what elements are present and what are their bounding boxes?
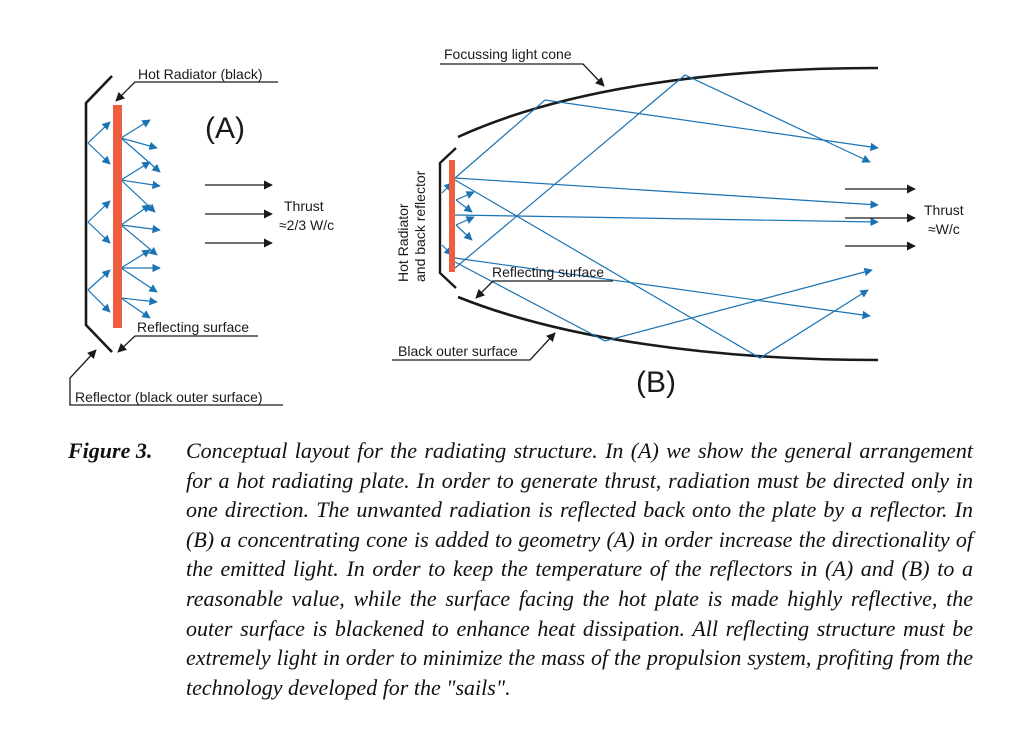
thrust-arrows-b [845,184,916,251]
label-hot-radiator-a: Hot Radiator (black) [138,66,263,82]
label-thrust-b: Thrust [924,202,964,218]
focussing-cone-lower [457,295,879,362]
label-radiator-b-line2: and back reflector [412,170,428,282]
panel-a: Hot Radiator (black) Reflecting surface … [69,66,334,406]
label-thrust-a: Thrust [284,198,324,214]
rays-a [87,119,161,319]
hot-radiator-plate-a [113,105,122,328]
panel-b: Focussing light cone Hot Radiator and ba… [392,46,964,399]
panel-label-b: (B) [636,366,676,399]
label-reflector-a: Reflector (black outer surface) [75,389,263,405]
callout-reflecting-surface-b [475,280,613,299]
reflector-a [84,75,113,353]
callout-reflecting-surface-a [117,335,258,353]
callout-reflector-a [69,349,283,406]
callout-hot-radiator-a [115,81,278,102]
label-reflecting-surface-a: Reflecting surface [137,319,249,335]
back-reflector-b [438,147,457,289]
thrust-arrows-a [205,180,273,248]
caption-text: Conceptual layout for the radiating stru… [186,438,973,700]
caption-label: Figure 3. [68,438,153,463]
label-thrust-value-a: ≈2/3 W/c [279,217,334,233]
panel-label-a: (A) [205,112,245,145]
callout-cone-b [440,63,605,87]
label-black-outer-b: Black outer surface [398,343,518,359]
label-reflecting-surface-b: Reflecting surface [492,264,604,280]
focussing-cone-upper [457,66,879,139]
hot-radiator-plate-b [449,160,455,272]
label-thrust-value-b: ≈W/c [928,221,960,237]
label-radiator-b-line1: Hot Radiator [395,203,411,282]
figure-diagram: Hot Radiator (black) Reflecting surface … [69,46,964,406]
label-cone-b: Focussing light cone [444,46,572,62]
callout-black-outer-b [392,332,556,361]
